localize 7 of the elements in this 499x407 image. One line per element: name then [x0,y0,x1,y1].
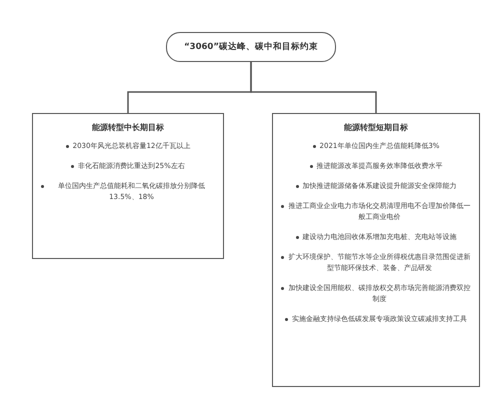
goal-list-box [32,113,224,259]
goal-box [166,32,336,62]
box-heading: 能源转型短期目标 [343,122,409,133]
connector-line [250,62,377,113]
goal-list-box [272,113,480,387]
box-title: “3060”碳达峰、碳中和目标约束 [184,41,318,53]
box-heading: 能源转型中长期目标 [91,122,165,133]
